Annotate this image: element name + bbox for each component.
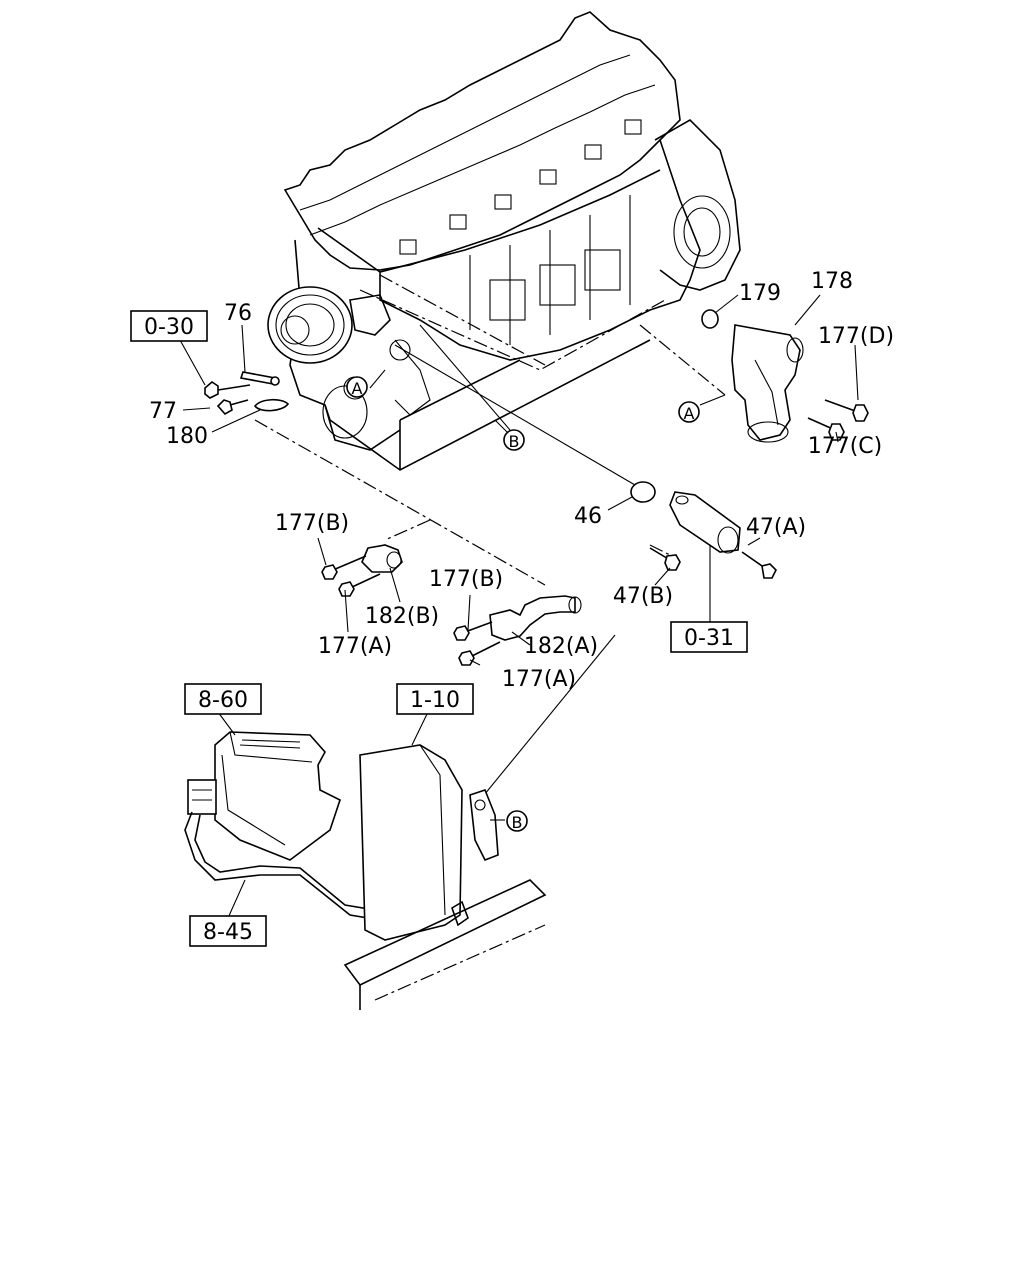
- ref-label-8-45: 8-45: [203, 920, 253, 945]
- marker-a-engine: A: [346, 376, 368, 398]
- marker-b-engine: B: [503, 429, 525, 451]
- callout-179: 179: [739, 281, 781, 306]
- callout-182a: 182(A): [524, 634, 598, 659]
- bolt-0-30: [204, 380, 251, 399]
- bolt-77: [216, 399, 249, 416]
- ref-label-0-30: 0-30: [144, 315, 194, 340]
- fuel-tank-1-10: [359, 744, 463, 941]
- bolt-177b-left: [321, 555, 367, 580]
- bolt-47b: [649, 547, 681, 571]
- bolt-177a-left: [338, 573, 381, 597]
- gasket-180: [253, 398, 290, 412]
- ref-box-8-45: 8-45: [189, 915, 267, 947]
- water-outlet-housing-178: [731, 324, 804, 443]
- heater-valve: [469, 789, 499, 862]
- bolt-177a-mid: [458, 641, 501, 666]
- bolt-177d: [824, 399, 869, 422]
- marker-a-housing: A: [678, 401, 700, 423]
- callout-76: 76: [224, 301, 252, 326]
- oring-179: [701, 309, 719, 329]
- marker-a-housing-letter: A: [684, 404, 695, 423]
- alignment-lines: [254, 274, 726, 801]
- thermostat-pipe-0-31: [669, 491, 741, 554]
- callout-177b-mid: 177(B): [429, 567, 503, 592]
- marker-b-valve-letter: B: [512, 813, 523, 832]
- ref-box-1-10: 1-10: [396, 683, 474, 715]
- ref-label-0-31: 0-31: [684, 626, 734, 651]
- callout-180: 180: [166, 424, 208, 449]
- callout-46: 46: [574, 504, 602, 529]
- callout-labels: 76 77 180 179 178 177(D) 177(C) 46 47(A)…: [149, 269, 894, 692]
- crank-pulley: [267, 286, 353, 364]
- bolt-47a: [741, 551, 777, 579]
- marker-b-valve: B: [506, 810, 528, 832]
- bolt-177b-mid: [453, 621, 493, 641]
- ref-label-1-10: 1-10: [410, 688, 460, 713]
- callout-77: 77: [149, 399, 177, 424]
- callout-47b: 47(B): [613, 584, 673, 609]
- callout-177c: 177(C): [808, 434, 883, 459]
- bolt-76: [239, 371, 280, 386]
- ref-label-8-60: 8-60: [198, 688, 248, 713]
- heater-unit: [187, 731, 341, 861]
- frame-rail: [343, 879, 547, 1010]
- callout-177a-mid: 177(A): [502, 667, 576, 692]
- callout-177d: 177(D): [818, 324, 894, 349]
- callout-177a-left: 177(A): [318, 634, 392, 659]
- ref-box-0-30: 0-30: [130, 310, 208, 342]
- callout-182b: 182(B): [365, 604, 439, 629]
- ref-box-8-60: 8-60: [184, 683, 262, 715]
- callout-177b-left: 177(B): [275, 511, 349, 536]
- marker-a-engine-letter: A: [352, 379, 363, 398]
- marker-b-engine-letter: B: [509, 432, 520, 451]
- oring-46: [630, 481, 656, 503]
- water-pipe-182b: [361, 544, 403, 573]
- engine-block: [267, 11, 741, 471]
- clamp-bracket: [451, 900, 469, 927]
- callout-leaders: [179, 294, 859, 919]
- water-pipe-182a: [489, 595, 582, 641]
- callout-178: 178: [811, 269, 853, 294]
- callout-47a: 47(A): [746, 515, 806, 540]
- ref-box-0-31: 0-31: [670, 621, 748, 653]
